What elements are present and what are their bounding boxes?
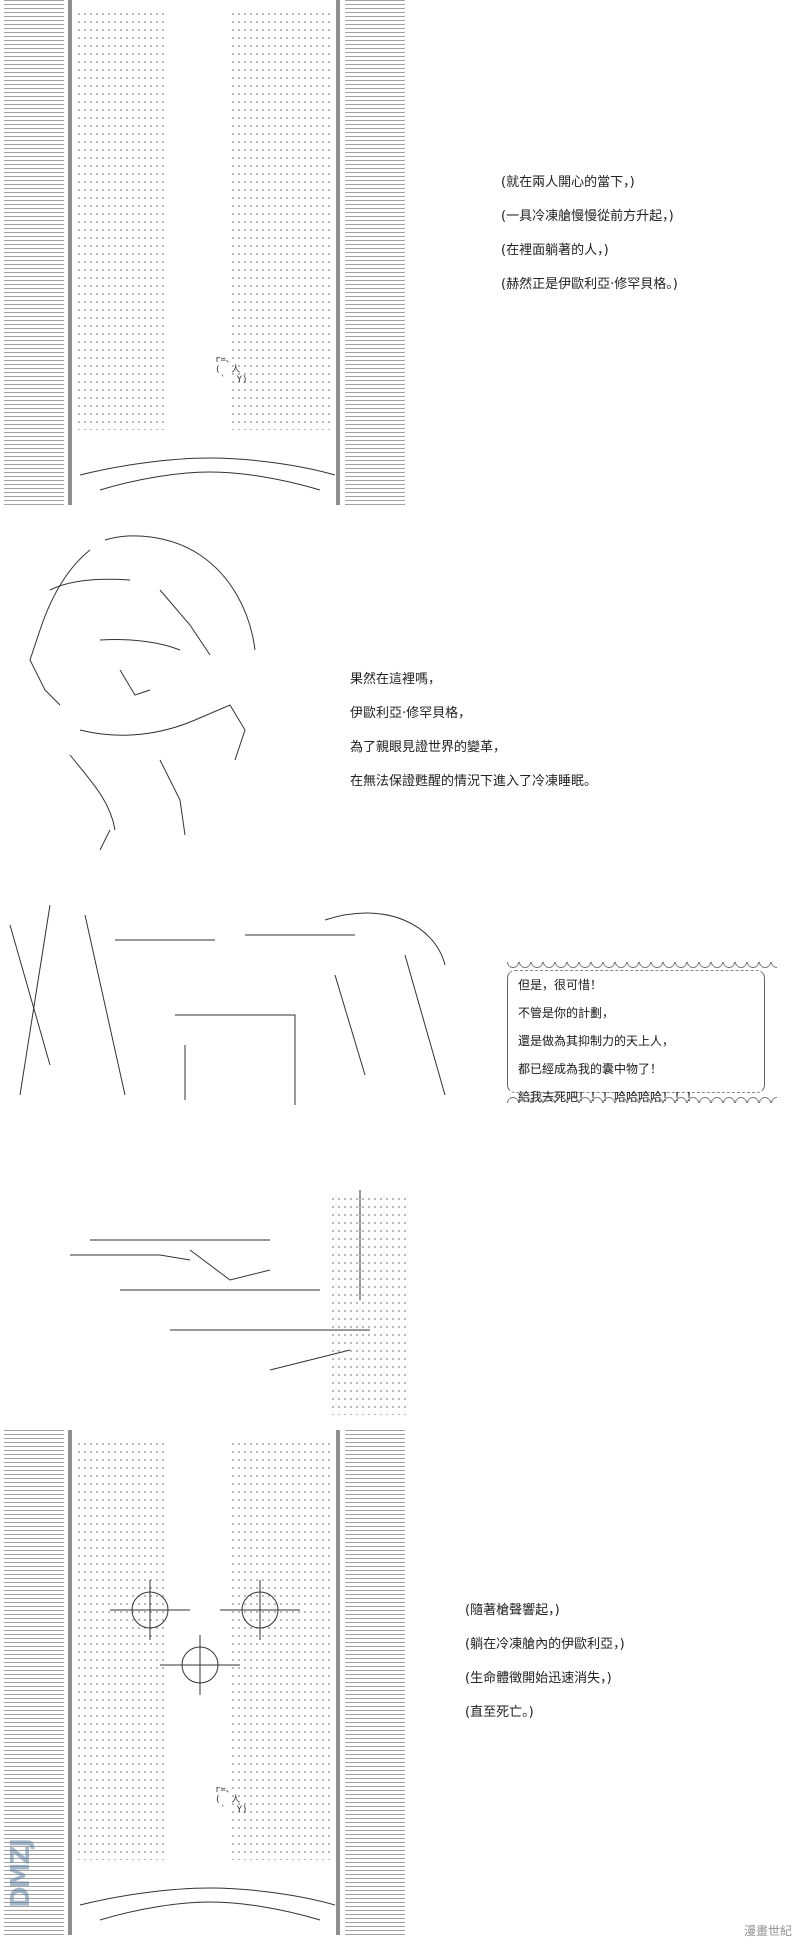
speech-line: 不管是你的計劃，	[518, 1006, 615, 1020]
speech-line: 還是做為其抑制力的天上人，	[518, 1034, 675, 1048]
panel-gunshot	[0, 1165, 800, 1415]
pod-base-lines	[79, 457, 336, 491]
right-pod-dots	[230, 1440, 330, 1860]
caption-line: (赫然正是伊歐利亞·修罕貝格。)	[501, 277, 678, 292]
panel-character: 果然在這裡嗎， 伊歐利亞·修罕貝格， 為了親眼見證世界的變革， 在無法保證甦醒的…	[0, 525, 800, 865]
left-wall-edge	[68, 0, 72, 505]
caption-line: (躺在冷凍艙內的伊歐利亞，)	[465, 1637, 625, 1652]
left-wall-art	[4, 1430, 64, 1935]
caption-line: 果然在這裡嗎，	[350, 672, 442, 687]
caption-line: (生命體徵開始迅速消失，)	[465, 1671, 612, 1686]
right-wall-edge	[336, 0, 340, 505]
right-pod-dots	[230, 10, 330, 430]
watermark-logo-left: DMZJ	[6, 1840, 36, 1908]
speech-line: 但是，很可惜！	[518, 978, 603, 992]
left-pod-dots	[76, 10, 166, 430]
caption-group-3: (隨著槍聲響起，) (躺在冷凍艙內的伊歐利亞，) (生命體徵開始迅速消失，) (…	[465, 1594, 625, 1730]
speech-line: 都已經成為我的囊中物了！	[518, 1062, 663, 1076]
right-wall-art	[345, 1430, 405, 1935]
right-wall-art	[345, 0, 405, 505]
panel-villain: 但是，很可惜！ 不管是你的計劃， 還是做為其抑制力的天上人， 都已經成為我的囊中…	[0, 890, 800, 1160]
caption-line: (在裡面躺著的人，)	[501, 243, 609, 258]
left-pod-dots	[76, 1440, 166, 1860]
character-ascii-art	[29, 535, 256, 851]
caption-line: (直至死亡。)	[465, 1705, 534, 1720]
caption-group-2: 果然在這裡嗎， 伊歐利亞·修罕貝格， 為了親眼見證世界的變革， 在無法保證甦醒的…	[350, 663, 597, 799]
watermark-text-right: 漫畫世紀	[743, 1924, 792, 1938]
panel-cryopod-shot: r=､ ( 人 ` Y) (隨著槍聲響起，) (躺在冷凍艙內的伊歐利亞，) (生…	[0, 1430, 800, 1945]
left-wall-edge	[68, 1430, 72, 1935]
caption-line: (隨著槍聲響起，)	[465, 1603, 560, 1618]
pod-figure-art: r=､ ( 人 ` Y)	[215, 1785, 248, 1815]
caption-group-1: (就在兩人開心的當下，) (一具冷凍艙慢慢從前方升起，) (在裡面躺著的人，) …	[501, 166, 678, 302]
bullet-impact-art	[110, 1580, 300, 1695]
caption-line: 伊歐利亞·修罕貝格，	[350, 706, 472, 721]
panel-cryopod: r=､ ( 人 ` Y) (就在兩人開心的當下，) (一具冷凍艙慢慢從前方升起，…	[0, 0, 800, 510]
caption-line: (一具冷凍艙慢慢從前方升起，)	[501, 209, 674, 224]
pod-figure-art: r=､ ( 人 ` Y)	[215, 355, 248, 385]
pod-base-lines	[79, 1887, 336, 1921]
speech-bubble-bottom-edge	[507, 1095, 777, 1103]
caption-line: (就在兩人開心的當下，)	[501, 175, 635, 190]
villain-ascii-art	[9, 904, 446, 1105]
caption-line: 為了親眼見證世界的變革，	[350, 740, 507, 755]
gunshot-dots	[330, 1195, 410, 1415]
speech-bubble: 但是，很可惜！ 不管是你的計劃， 還是做為其抑制力的天上人， 都已經成為我的囊中…	[507, 970, 765, 1104]
right-wall-edge	[336, 1430, 340, 1935]
speech-bubble-top-edge	[507, 962, 777, 970]
caption-line: 在無法保證甦醒的情況下進入了冷凍睡眠。	[350, 774, 598, 789]
left-wall-art	[4, 0, 64, 505]
